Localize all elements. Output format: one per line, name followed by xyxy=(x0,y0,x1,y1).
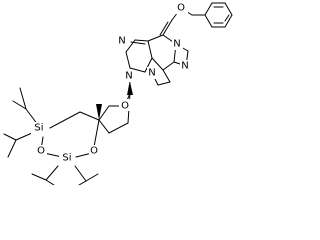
oxygen-label: O xyxy=(121,101,129,112)
oxygen-label: O xyxy=(37,146,45,157)
nitrogen-label: N xyxy=(181,61,188,72)
silicon-label: Si xyxy=(34,123,43,134)
wedge-bond xyxy=(127,82,133,95)
nitrogen-label: N xyxy=(173,39,180,50)
nitrogen-label: N xyxy=(148,68,155,79)
nitrogen-label: N xyxy=(125,71,132,82)
wedge-bond xyxy=(96,104,102,120)
chemical-structure: O N N N N N O Si O O Si xyxy=(3,2,233,185)
nitrogen-label: N xyxy=(118,36,125,47)
silicon-label: Si xyxy=(62,153,71,164)
oxygen-label: O xyxy=(177,3,185,14)
oxygen-label: O xyxy=(90,146,98,157)
bonds xyxy=(3,2,233,185)
atom-labels: O N N N N N O Si O O Si xyxy=(31,2,191,164)
